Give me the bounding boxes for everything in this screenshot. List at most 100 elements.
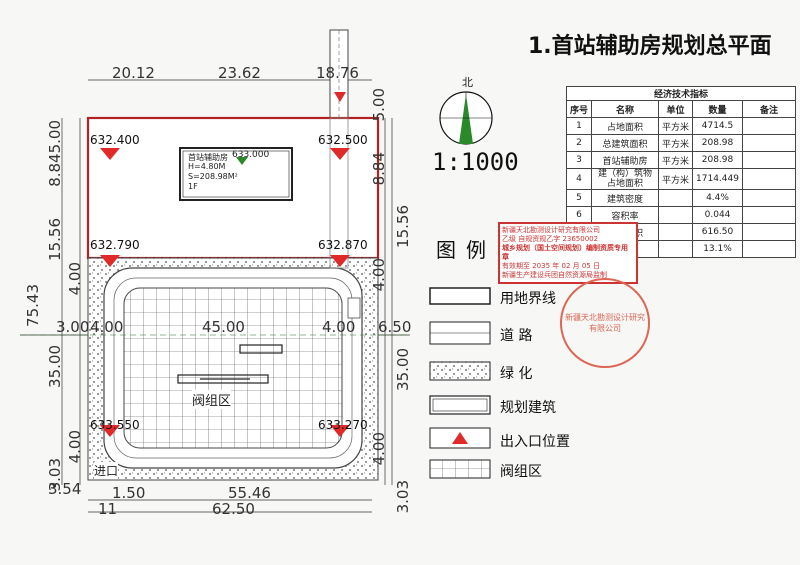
cell: 平方米 [658, 117, 694, 135]
dim-left-1: 8.845.00 [46, 120, 64, 187]
dim-top-1: 20.12 [112, 64, 155, 82]
elevation-nw: 632.400 [90, 133, 140, 147]
cell [741, 240, 796, 258]
building-area: S=208.98M² [188, 172, 238, 181]
building-floors: 1F [188, 182, 198, 191]
dim-inner-2: 45.00 [202, 318, 245, 336]
scale-label: 1:1000 [432, 148, 519, 176]
cell [741, 134, 796, 152]
dim-left-6: 4.00 [66, 430, 84, 464]
cell: 建（构）筑物占地面积 [591, 168, 660, 190]
drawing-title: 1.首站辅助房规划总平面 [528, 34, 772, 59]
dim-left-3: 3.00 [56, 318, 90, 336]
dim-top-3: 18.76 [316, 64, 359, 82]
econ-col-unit: 单位 [658, 100, 694, 118]
dim-inner-1: 4.00 [90, 318, 124, 336]
cell: 4.4% [692, 189, 743, 207]
cell [741, 189, 796, 207]
legend-green: 绿 化 [500, 366, 533, 382]
legend-title: 图例 [436, 238, 496, 262]
company-seal: 新疆天北勘测设计研究有限公司 [560, 278, 650, 368]
cell: 13.1% [692, 240, 743, 258]
elevation-ne: 632.500 [318, 133, 368, 147]
dim-right-4: 4.00 [370, 258, 388, 292]
dim-bottom-2: 55.46 [228, 484, 271, 502]
cell: 1 [565, 117, 593, 135]
econ-table-title: 经济技术指标 [566, 86, 796, 100]
elevation-building: 633.000 [232, 150, 270, 160]
econ-col-note: 备注 [741, 100, 796, 118]
cell: 总建筑面积 [591, 134, 660, 152]
cell: 208.98 [692, 134, 743, 152]
econ-col-name: 名称 [591, 100, 660, 118]
dim-right-2: 8.84 [370, 152, 388, 186]
dim-bottom-1: 1.50 [112, 484, 146, 502]
cell: 容积率 [591, 206, 660, 224]
cell: 616.50 [692, 223, 743, 241]
seal-text: 新疆天北勘测设计研究有限公司 [565, 313, 645, 333]
elevation-e-mid: 632.870 [318, 238, 368, 252]
elevation-sw: 633.550 [90, 418, 140, 432]
cell: 4 [565, 168, 593, 190]
dim-right-5: 35.00 [394, 348, 412, 391]
stamp-line: 新疆生产建设兵团自然资源局监制 [502, 271, 607, 279]
stamp-line: 新疆天北勘测设计研究有限公司 [502, 226, 600, 234]
cell: 平方米 [658, 134, 694, 152]
building-name: 首站辅助房 [188, 153, 228, 162]
dim-bottom-3: 11 [98, 500, 118, 518]
cell: 5 [565, 189, 593, 207]
legend-building: 规划建筑 [500, 400, 556, 416]
dim-inner-3: 4.00 [322, 318, 356, 336]
entry-label: 进口 [94, 462, 119, 479]
cell: 平方米 [658, 151, 694, 169]
econ-col-no: 序号 [565, 100, 593, 118]
cell [741, 117, 796, 135]
stamp-line: 有效期至 2035 年 02 月 05 日 [502, 262, 600, 270]
dim-left-4: 4.00 [66, 262, 84, 296]
cell: 2 [565, 134, 593, 152]
cell: 0.044 [692, 206, 743, 224]
elevation-w-mid: 632.790 [90, 238, 140, 252]
dim-right-6-50: 6.50 [378, 318, 412, 336]
cell [741, 206, 796, 224]
cell [741, 168, 796, 190]
cell: 4714.5 [692, 117, 743, 135]
cell [658, 223, 694, 241]
dim-left-7: 3.03 [46, 458, 64, 492]
stamp-line: 城乡规划（国土空间规划）编制资质专用章 [502, 244, 628, 261]
econ-col-qty: 数量 [692, 100, 743, 118]
cell [658, 206, 694, 224]
legend-boundary: 用地界线 [500, 291, 556, 307]
cell: 占地面积 [591, 117, 660, 135]
dim-right-1: 5.00 [370, 88, 388, 122]
legend-road: 道 路 [500, 328, 533, 344]
dim-bottom-4: 62.50 [212, 500, 255, 518]
dim-right-8: 3.03 [394, 480, 412, 514]
cell: 平方米 [658, 168, 694, 190]
dim-left-total: 75.43 [24, 284, 42, 327]
dim-left-2: 15.56 [46, 218, 64, 261]
cell: 6 [565, 206, 593, 224]
legend-entry: 出入口位置 [500, 434, 570, 450]
stamp-line: 乙级 自规资规乙字 23650002 [502, 235, 599, 243]
cell [658, 240, 694, 258]
dim-right-3: 15.56 [394, 205, 412, 248]
cell [658, 189, 694, 207]
valve-area-label: 阀组区 [192, 390, 232, 409]
elevation-se: 633.270 [318, 418, 368, 432]
dim-right-7: 4.00 [370, 432, 388, 466]
cell: 3 [565, 151, 593, 169]
dim-left-5: 35.00 [46, 345, 64, 388]
dim-top-2: 23.62 [218, 64, 261, 82]
cell: 1714.449 [692, 168, 743, 190]
cell: 建筑密度 [591, 189, 660, 207]
cell: 首站辅助房 [591, 151, 660, 169]
